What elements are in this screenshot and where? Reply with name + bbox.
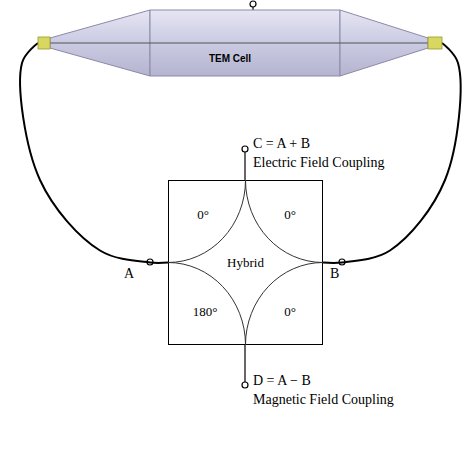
coax-cable: [323, 43, 461, 263]
coupler-arc: [168, 263, 246, 346]
port-label: A: [124, 266, 134, 282]
hybrid-title: Hybrid: [227, 255, 264, 271]
tem-cell: TEM Cell: [38, 8, 442, 78]
port-wire: [244, 345, 245, 382]
phase-label: 0°: [284, 207, 296, 223]
coupler-arc: [246, 180, 324, 263]
port-equation: D = A − B: [253, 373, 311, 389]
port-equation: C = A + B: [253, 136, 310, 152]
port-description: Magnetic Field Coupling: [253, 392, 394, 408]
coax-connector: [428, 37, 442, 49]
cell-title: TEM Cell: [209, 53, 251, 64]
hybrid-box: [169, 181, 323, 345]
terminal: [242, 382, 248, 388]
port-description: Electric Field Coupling: [253, 155, 384, 171]
coax-cable: [20, 43, 168, 263]
terminal: [250, 1, 256, 7]
phase-label: 0°: [197, 207, 209, 223]
coax-connector: [38, 37, 50, 49]
hybrid-coupler: 0° 0° Hybrid 180° 0°: [168, 180, 323, 345]
terminal: [242, 146, 248, 152]
coupler-arc: [246, 263, 324, 346]
port-wire: [244, 152, 245, 180]
coupler-arc: [168, 180, 246, 263]
tem-cell-outline: [38, 8, 442, 78]
phase-label: 0°: [284, 304, 296, 320]
septum: [50, 42, 428, 43]
port-label: B: [330, 266, 339, 282]
phase-label: 180°: [193, 304, 218, 320]
